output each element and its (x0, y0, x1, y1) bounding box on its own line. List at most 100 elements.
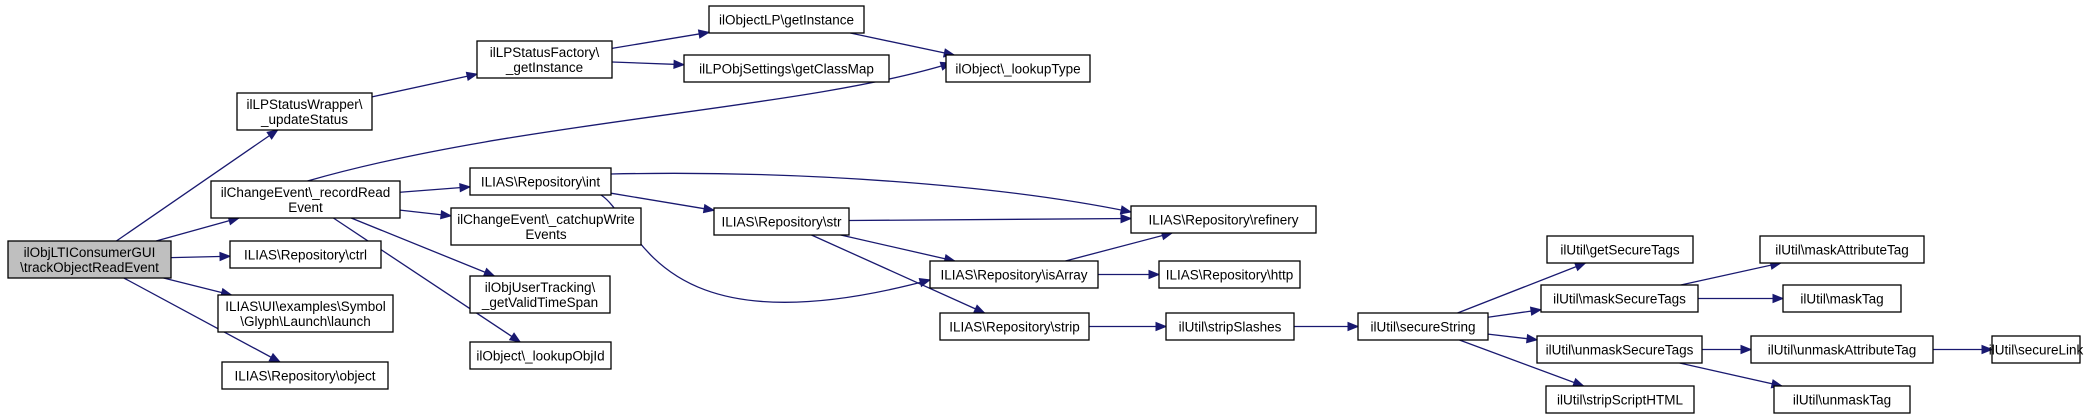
edge-line (333, 217, 521, 343)
edge-securestring-to-unmasksecuretags (1487, 333, 1539, 344)
node-launch[interactable]: ILIAS\UI\examples\Symbol\Glyph\Launch\la… (217, 294, 394, 333)
node-repoobject[interactable]: ILIAS\Repository\object (221, 361, 389, 390)
edge-line (840, 234, 955, 262)
edge-line (350, 217, 495, 277)
node-lpwrapper[interactable]: ilLPStatusWrapper\_updateStatus (236, 92, 373, 131)
node-lpfactory[interactable]: ilLPStatusFactory\_getInstance (476, 40, 613, 79)
node-label: ilUtil\maskAttributeTag (1775, 243, 1909, 258)
node-label: ilUtil\unmaskSecureTags (1546, 343, 1694, 358)
edge-masksecuretags-to-masktag (1698, 293, 1785, 304)
node-label: ILIAS\Repository\isArray (940, 268, 1087, 283)
edge-line (848, 217, 1132, 222)
arrowhead (1526, 333, 1539, 344)
node-repostr[interactable]: ILIAS\Repository\str (713, 207, 850, 236)
node-label: ilUtil\unmaskTag (1793, 393, 1891, 408)
node-box (217, 294, 394, 333)
arrowhead (1148, 269, 1161, 280)
node-label: ILIAS\UI\examples\Symbol (225, 299, 386, 314)
node-label: ILIAS\Repository\strip (949, 320, 1080, 335)
node-box (1130, 205, 1317, 234)
node-securestring[interactable]: ilUtil\secureString (1357, 312, 1489, 341)
arrowhead (918, 278, 932, 288)
edge-masksecuretags-to-maskattributetag (1680, 260, 1783, 286)
arrowhead (1772, 293, 1785, 304)
node-masktag[interactable]: ilUtil\maskTag (1782, 284, 1902, 313)
node-securelink[interactable]: ilUtil\secureLink (1989, 335, 2084, 364)
node-maskattributetag[interactable]: ilUtil\maskAttributeTag (1759, 235, 1925, 264)
edge-line (155, 217, 240, 242)
edge-repostr-to-isarray (840, 234, 957, 264)
node-unmasksecuretags[interactable]: ilUtil\unmaskSecureTags (1536, 335, 1703, 364)
edge-strip-to-stripslashes (1089, 321, 1168, 332)
edge-line (163, 277, 232, 296)
node-unmaskattributetag[interactable]: ilUtil\unmaskAttributeTag (1750, 335, 1934, 364)
edge-repoint-to-refinery (610, 172, 1133, 215)
arrowhead (465, 71, 479, 81)
node-box (210, 180, 401, 219)
node-box (1991, 335, 2081, 364)
node-label: _getInstance (505, 60, 583, 75)
node-label: Event (288, 200, 323, 215)
node-label: ILIAS\Repository\object (234, 369, 375, 384)
arrowhead (440, 209, 453, 220)
node-box (683, 54, 890, 83)
node-label: ilUtil\unmaskAttributeTag (1768, 343, 1917, 358)
node-stripscripthtml[interactable]: ilUtil\stripScriptHTML (1545, 385, 1695, 414)
node-label: ilUtil\stripScriptHTML (1557, 393, 1684, 408)
arrowhead (459, 182, 472, 193)
node-label: _getValidTimeSpan (481, 295, 598, 310)
edge-root-to-repoctrl (170, 251, 232, 262)
node-label: ilObjectLP\getInstance (719, 13, 854, 28)
node-label: ilLPStatusFactory\ (490, 45, 600, 60)
node-label: ilUtil\secureString (1370, 320, 1475, 335)
node-box (945, 54, 1091, 83)
node-unmasktag[interactable]: ilUtil\unmaskTag (1773, 385, 1911, 414)
arrowhead (702, 203, 716, 214)
edge-changeevent-to-repoint (399, 182, 472, 193)
node-usertracking[interactable]: ilObjUserTracking\_getValidTimeSpan (469, 275, 611, 314)
arrowhead (482, 267, 496, 277)
arrowhead (1120, 213, 1133, 224)
node-http[interactable]: ILIAS\Repository\http (1158, 260, 1301, 289)
edge-line (371, 73, 478, 98)
node-box (221, 361, 389, 390)
arrowhead (973, 304, 986, 314)
node-label: ilObjUserTracking\ (485, 280, 596, 295)
node-objectlp[interactable]: ilObjectLP\getInstance (708, 5, 865, 34)
node-label: _updateStatus (260, 112, 348, 127)
node-box (1357, 312, 1489, 341)
arrowhead (1119, 205, 1133, 215)
node-strip[interactable]: ILIAS\Repository\strip (939, 312, 1090, 341)
node-lookuptype[interactable]: ilObject\_lookupType (945, 54, 1091, 83)
node-label: ilUtil\maskSecureTags (1553, 292, 1686, 307)
edge-line (610, 192, 715, 211)
node-repoint[interactable]: ILIAS\Repository\int (469, 167, 612, 196)
edge-repostr-to-refinery (848, 213, 1133, 224)
node-box (1773, 385, 1911, 414)
node-label: ilObject\_lookupObjId (476, 349, 604, 364)
node-isarray[interactable]: ILIAS\Repository\isArray (929, 260, 1099, 289)
node-label: ilChangeEvent\_catchupWrite (457, 212, 635, 227)
edge-changeevent-to-lookupobjid (333, 217, 522, 343)
node-label: ILIAS\Repository\http (1166, 268, 1294, 283)
nodes-layer: ilObjLTIConsumerGUI\trackObjectReadEvent… (7, 5, 2084, 414)
node-stripslashes[interactable]: ilUtil\stripSlashes (1165, 312, 1295, 341)
node-root[interactable]: ilObjLTIConsumerGUI\trackObjectReadEvent (7, 240, 172, 279)
edge-isarray-to-refinery (1065, 231, 1174, 262)
node-masksecuretags[interactable]: ilUtil\maskSecureTags (1540, 284, 1699, 313)
node-label: ilLPStatusWrapper\ (246, 97, 362, 112)
edge-line (399, 186, 471, 193)
node-lpobjsettings[interactable]: ilLPObjSettings\getClassMap (683, 54, 890, 83)
node-label: ilUtil\secureLink (1989, 343, 2084, 358)
arrowhead (673, 59, 686, 70)
node-repoctrl[interactable]: ILIAS\Repository\ctrl (229, 240, 382, 269)
edge-objectlp-to-lookuptype (850, 32, 956, 58)
node-lookupobjid[interactable]: ilObject\_lookupObjId (469, 341, 612, 370)
node-refinery[interactable]: ILIAS\Repository\refinery (1130, 205, 1317, 234)
edge-line (1680, 262, 1781, 286)
edge-root-to-changeevent (155, 216, 241, 242)
node-getsecuretags[interactable]: ilUtil\getSecureTags (1546, 235, 1694, 264)
